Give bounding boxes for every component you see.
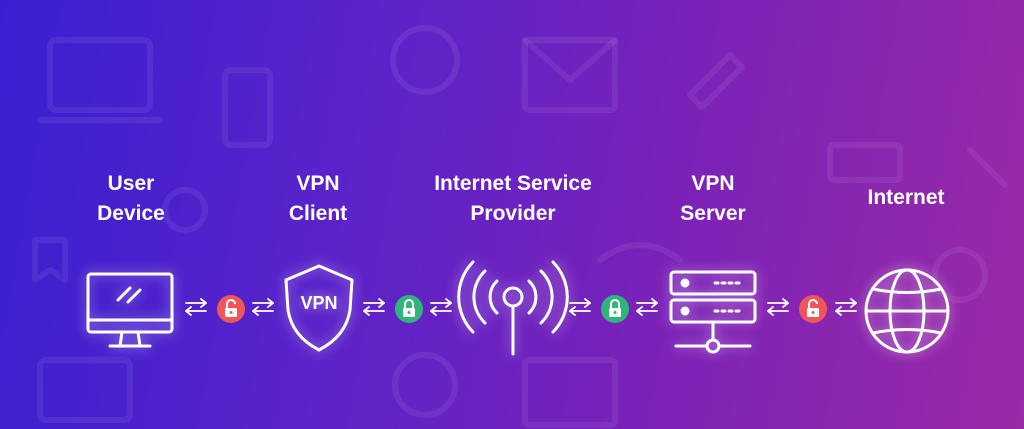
connector-arrow-4a	[767, 298, 789, 316]
label-user-device-line2: Device	[97, 202, 165, 225]
label-vpn-client-line2: Client	[288, 202, 348, 225]
label-isp-line1: Internet Service	[434, 172, 592, 195]
connector-arrow-1b	[252, 298, 274, 316]
label-vpn-server: VPN Server	[680, 169, 745, 229]
label-internet: Internet	[867, 183, 944, 213]
connector-arrow-3b	[636, 298, 658, 316]
label-internet-line1: Internet	[867, 186, 945, 209]
vpn-shield-icon: VPN	[284, 264, 354, 352]
label-user-device: User Device	[97, 169, 165, 229]
monitor-icon	[86, 272, 174, 348]
label-isp: Internet Service Provider	[434, 169, 592, 229]
connector-arrow-3a	[569, 298, 591, 316]
vpn-shield-text: VPN	[300, 293, 337, 313]
label-vpn-client-line1: VPN	[296, 172, 340, 195]
locked-padlock-icon	[601, 295, 629, 323]
antenna-icon	[457, 260, 569, 356]
label-vpn-server-line2: Server	[680, 202, 746, 225]
unlocked-padlock-icon	[217, 295, 245, 323]
locked-padlock-icon	[395, 295, 423, 323]
label-vpn-server-line1: VPN	[691, 172, 735, 195]
unlocked-padlock-icon	[799, 295, 827, 323]
globe-icon	[864, 268, 950, 354]
label-vpn-client: VPN Client	[289, 169, 347, 229]
connector-arrow-1a	[185, 298, 207, 316]
connector-arrow-2a	[363, 298, 385, 316]
connector-arrow-2b	[430, 298, 452, 316]
label-user-device-line1: User	[107, 172, 155, 195]
server-icon	[669, 270, 757, 354]
connector-arrow-4b	[835, 298, 857, 316]
label-isp-line2: Provider	[470, 202, 556, 225]
